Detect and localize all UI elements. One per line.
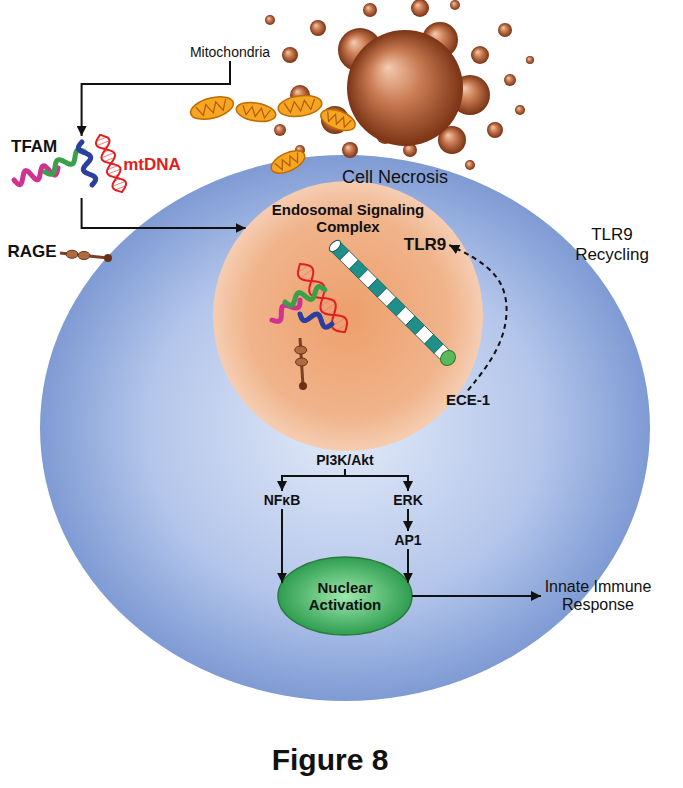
cristae bbox=[241, 105, 270, 119]
necrotic-bleb bbox=[265, 15, 275, 25]
pathway-node: AP1 bbox=[391, 531, 424, 549]
receptor-label: TLR9 bbox=[401, 234, 450, 256]
cell-body bbox=[40, 155, 650, 701]
necrotic-bleb bbox=[504, 74, 516, 86]
cristae bbox=[325, 111, 352, 128]
dna-base-pair bbox=[300, 269, 313, 278]
receptor-domain bbox=[66, 250, 78, 258]
receptor-label: RAGE bbox=[5, 241, 58, 263]
signal-arrow bbox=[281, 509, 283, 583]
mitochondrion bbox=[268, 146, 308, 178]
process-label: Cell Necrosis bbox=[340, 166, 450, 189]
receptor-domain bbox=[295, 346, 307, 354]
necrotic-bleb bbox=[282, 47, 298, 63]
mitochondrion-membrane bbox=[318, 105, 358, 134]
protein-label: TFAM bbox=[8, 136, 100, 198]
receptor-anchor bbox=[299, 382, 307, 390]
pathway-node: NFκB bbox=[261, 491, 304, 509]
necrotic-bleb bbox=[487, 122, 503, 138]
node-text: TLR9 bbox=[401, 234, 450, 256]
node-text: Mitochondria bbox=[187, 43, 273, 61]
tfam-helix bbox=[285, 287, 325, 306]
mitochondrion bbox=[277, 93, 323, 119]
rage-receptor bbox=[295, 338, 308, 390]
mitochondria-group bbox=[188, 93, 358, 178]
enzyme-label: ECE-1 bbox=[443, 390, 493, 409]
outline-shape bbox=[278, 557, 412, 635]
node-text: Innate Immune Response bbox=[541, 577, 655, 616]
signal-arrow bbox=[407, 509, 409, 531]
mitochondrion bbox=[188, 93, 236, 124]
necrotic-bleb bbox=[274, 124, 286, 136]
pathway-node: PI3K/Akt bbox=[313, 451, 377, 469]
pathway-node: ERK bbox=[390, 491, 426, 509]
necrotic-bleb bbox=[465, 160, 475, 170]
node-text: TFAM bbox=[8, 136, 100, 158]
mitochondrion bbox=[235, 100, 278, 125]
signal-arrow bbox=[345, 469, 408, 491]
receptor-cap bbox=[327, 238, 343, 254]
figure-caption: Figure 8 bbox=[270, 742, 391, 779]
node-text: ERK bbox=[390, 491, 426, 509]
dna-strand bbox=[100, 135, 122, 192]
mitochondrion-membrane bbox=[188, 93, 236, 124]
signal-arrow bbox=[412, 595, 541, 597]
outline-shape bbox=[213, 181, 483, 451]
node-text: ECE-1 bbox=[443, 390, 493, 409]
necrotic-bleb bbox=[471, 46, 489, 64]
receptor-cap bbox=[437, 347, 458, 368]
node-text: NFκB bbox=[261, 491, 304, 509]
mitochondrion-membrane bbox=[235, 100, 278, 125]
necrotic-bleb bbox=[310, 20, 326, 36]
mitochondrion-membrane bbox=[277, 93, 323, 119]
necrotic-bleb bbox=[498, 23, 512, 37]
signal-arrow bbox=[82, 198, 246, 228]
outcome-label: Innate Immune Response bbox=[541, 577, 655, 616]
tfam-helix bbox=[300, 314, 332, 327]
dna-strand bbox=[96, 135, 126, 192]
dna-base-pair bbox=[322, 303, 335, 312]
signal-arrow bbox=[407, 549, 409, 583]
signal-arrow bbox=[82, 61, 230, 136]
rage-receptor bbox=[60, 250, 112, 262]
necrotic-bleb bbox=[342, 142, 358, 158]
cristae bbox=[196, 99, 228, 117]
mitochondrion bbox=[318, 105, 358, 134]
necrotic-bleb bbox=[411, 0, 429, 17]
recycling-arrow bbox=[449, 245, 506, 390]
receptor-anchor bbox=[104, 254, 112, 262]
tlr9-receptor bbox=[327, 238, 459, 369]
necrotic-bleb bbox=[347, 30, 463, 146]
receptor-domain bbox=[78, 252, 90, 260]
mitochondrion-membrane bbox=[268, 146, 308, 178]
molecule-label: mtDNA bbox=[121, 154, 183, 176]
compartment-title: Endosomal Signaling Complex bbox=[263, 200, 433, 237]
signal-arrow bbox=[282, 469, 345, 491]
necrotic-bleb bbox=[515, 105, 525, 115]
necrotic-bleb bbox=[450, 0, 460, 10]
necrotic-bleb bbox=[526, 56, 534, 64]
receptor-domain bbox=[296, 358, 308, 366]
node-text: AP1 bbox=[391, 531, 424, 549]
necrotic-cell bbox=[265, 0, 534, 170]
necrotic-bleb bbox=[363, 3, 377, 17]
node-text: Nuclear Activation bbox=[289, 578, 401, 615]
cristae bbox=[284, 99, 316, 113]
nucleus-ellipse: Nuclear Activation bbox=[277, 556, 413, 636]
tfam-helix bbox=[78, 142, 95, 185]
node-text: PI3K/Akt bbox=[313, 451, 377, 469]
process-label: TLR9 Recycling bbox=[562, 224, 662, 265]
endosome-compartment: Endosomal Signaling ComplexTLR9 bbox=[212, 180, 484, 452]
cristae bbox=[275, 153, 302, 172]
organelle-label: Mitochondria bbox=[187, 43, 273, 61]
